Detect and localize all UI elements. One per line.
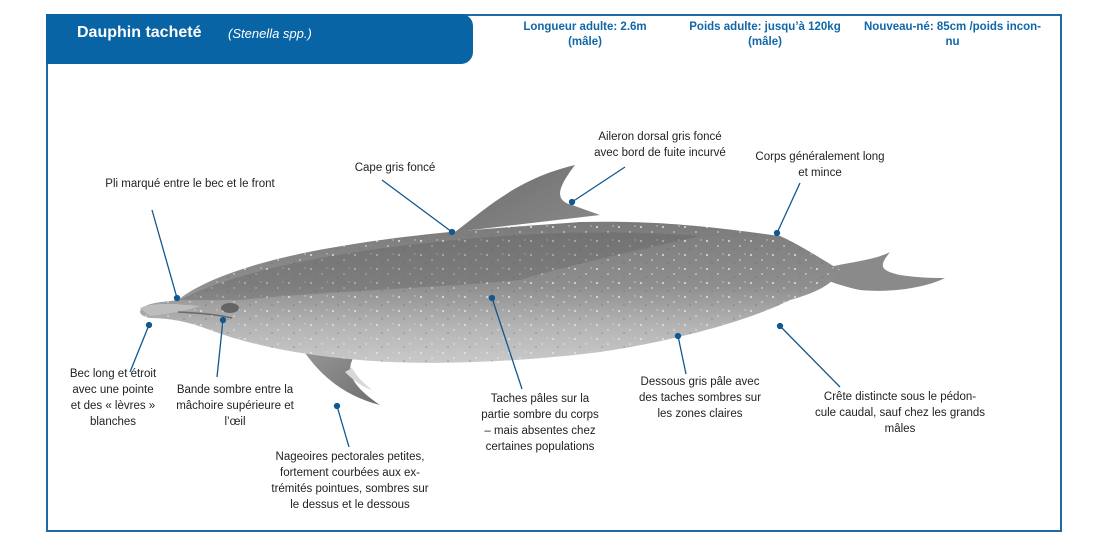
stat-weight-label: Poids adulte: jusqu’à 120kg xyxy=(689,21,841,33)
cape-shading xyxy=(180,232,700,300)
dorsal-fin xyxy=(455,165,600,232)
label-body-line: et mince xyxy=(798,167,842,179)
label-beak: Bec long et étroit avec une pointe et de… xyxy=(48,366,178,430)
stat-newborn-sub: nu xyxy=(945,36,960,48)
label-body: Corps généralement long et mince xyxy=(740,149,900,181)
stat-length: Longueur adulte: 2.6m (mâle) xyxy=(510,20,660,50)
stat-newborn: Nouveau-né: 85cm /poids incon- nu xyxy=(855,20,1050,50)
label-stripe-line: l’œil xyxy=(224,416,246,428)
label-beak-line: et des « lèvres » xyxy=(70,400,156,412)
label-dorsal-fin: Aileron dorsal gris foncé avec bord de f… xyxy=(570,129,750,161)
label-stripe-line: Bande sombre entre la xyxy=(176,384,294,396)
jaw-stripe xyxy=(177,311,233,319)
diagram-frame xyxy=(46,14,1062,532)
stat-weight-sub: (mâle) xyxy=(748,36,782,48)
label-underside-line: Dessous gris pâle avec xyxy=(640,376,760,388)
label-pectoral-line: le dessus et le dessous xyxy=(290,499,410,511)
label-pectoral-line: trémités pointues, sombres sur xyxy=(271,483,429,495)
label-keel-line: Crête distincte sous le pédon- xyxy=(823,391,977,403)
beak xyxy=(140,303,200,316)
label-spots-line: Taches pâles sur la xyxy=(490,393,590,405)
label-pectoral-line: Nageoires pectorales petites, xyxy=(275,451,425,463)
tail-fluke xyxy=(825,252,945,291)
stat-newborn-label: Nouveau-né: 85cm /poids incon- xyxy=(864,21,1041,33)
label-underside-line: les zones claires xyxy=(657,408,743,420)
label-keel: Crête distincte sous le pédon- cule caud… xyxy=(800,389,1000,437)
label-stripe-line: mâchoire supérieure et xyxy=(176,400,294,412)
species-title: Dauphin tacheté xyxy=(77,24,202,41)
eye xyxy=(221,303,239,313)
label-underside-line: des taches sombres sur xyxy=(638,392,762,404)
label-beak-line: avec une pointe xyxy=(72,384,154,396)
label-spots: Taches pâles sur la partie sombre du cor… xyxy=(460,391,620,455)
title-banner xyxy=(46,14,473,64)
label-pectoral: Nageoires pectorales petites, fortement … xyxy=(250,449,450,513)
stat-weight: Poids adulte: jusqu’à 120kg (mâle) xyxy=(680,20,850,50)
label-keel-line: cule caudal, sauf chez les grands xyxy=(814,407,986,419)
label-fold: Pli marqué entre le bec et le front xyxy=(105,178,275,190)
label-spots-line: certaines populations xyxy=(485,441,595,453)
label-dorsal-fin-line: avec bord de fuite incurvé xyxy=(594,147,726,159)
label-stripe: Bande sombre entre la mâchoire supérieur… xyxy=(160,382,310,430)
label-underside: Dessous gris pâle avec des taches sombre… xyxy=(625,374,775,422)
label-spots-line: partie sombre du corps xyxy=(481,409,599,421)
label-cape: Cape gris foncé xyxy=(354,162,436,174)
pectoral-fin xyxy=(300,345,380,405)
label-keel-line: mâles xyxy=(884,423,916,435)
stat-length-label: Longueur adulte: 2.6m xyxy=(523,21,647,33)
label-dorsal-fin-line: Aileron dorsal gris foncé xyxy=(598,131,722,143)
label-spots-line: – mais absentes chez xyxy=(484,425,596,437)
leader-lines xyxy=(129,166,841,448)
stat-length-sub: (mâle) xyxy=(568,36,602,48)
label-beak-line: blanches xyxy=(89,416,137,428)
label-beak-line: Bec long et étroit xyxy=(69,368,157,380)
label-pectoral-line: fortement courbées aux ex- xyxy=(280,467,420,479)
scientific-name: (Stenella spp.) xyxy=(228,26,312,41)
label-body-line: Corps généralement long xyxy=(755,151,885,163)
